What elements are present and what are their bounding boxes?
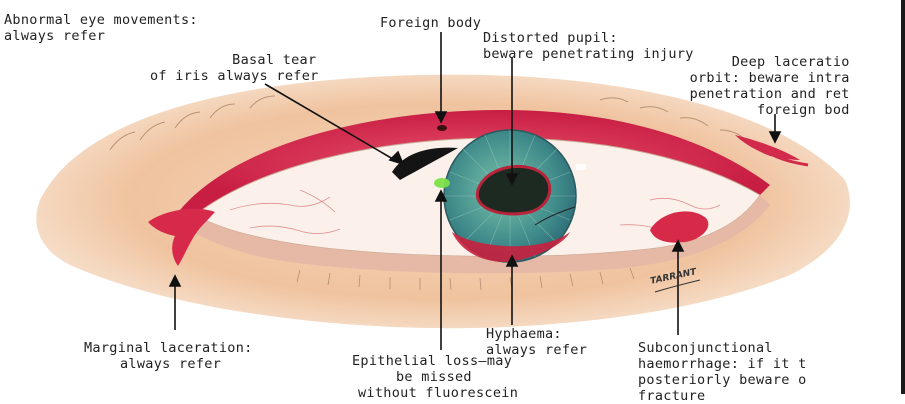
- foreign-body-dot: [437, 125, 447, 131]
- label-foreign-body: Foreign body: [380, 15, 481, 31]
- label-marginal-laceration: Marginal laceration:always refer: [84, 340, 253, 372]
- label-abnormal-eye-movements: Abnormal eye movements:always refer: [4, 12, 198, 44]
- epithelial-loss-spot: [434, 178, 450, 188]
- corneal-highlight: [576, 164, 586, 170]
- frame-edge-right: [901, 0, 905, 394]
- eye-injury-diagram: TARRANT Abnormal eye movements:always re…: [0, 0, 905, 394]
- label-hyphaema: Hyphaema:always refer: [486, 326, 587, 358]
